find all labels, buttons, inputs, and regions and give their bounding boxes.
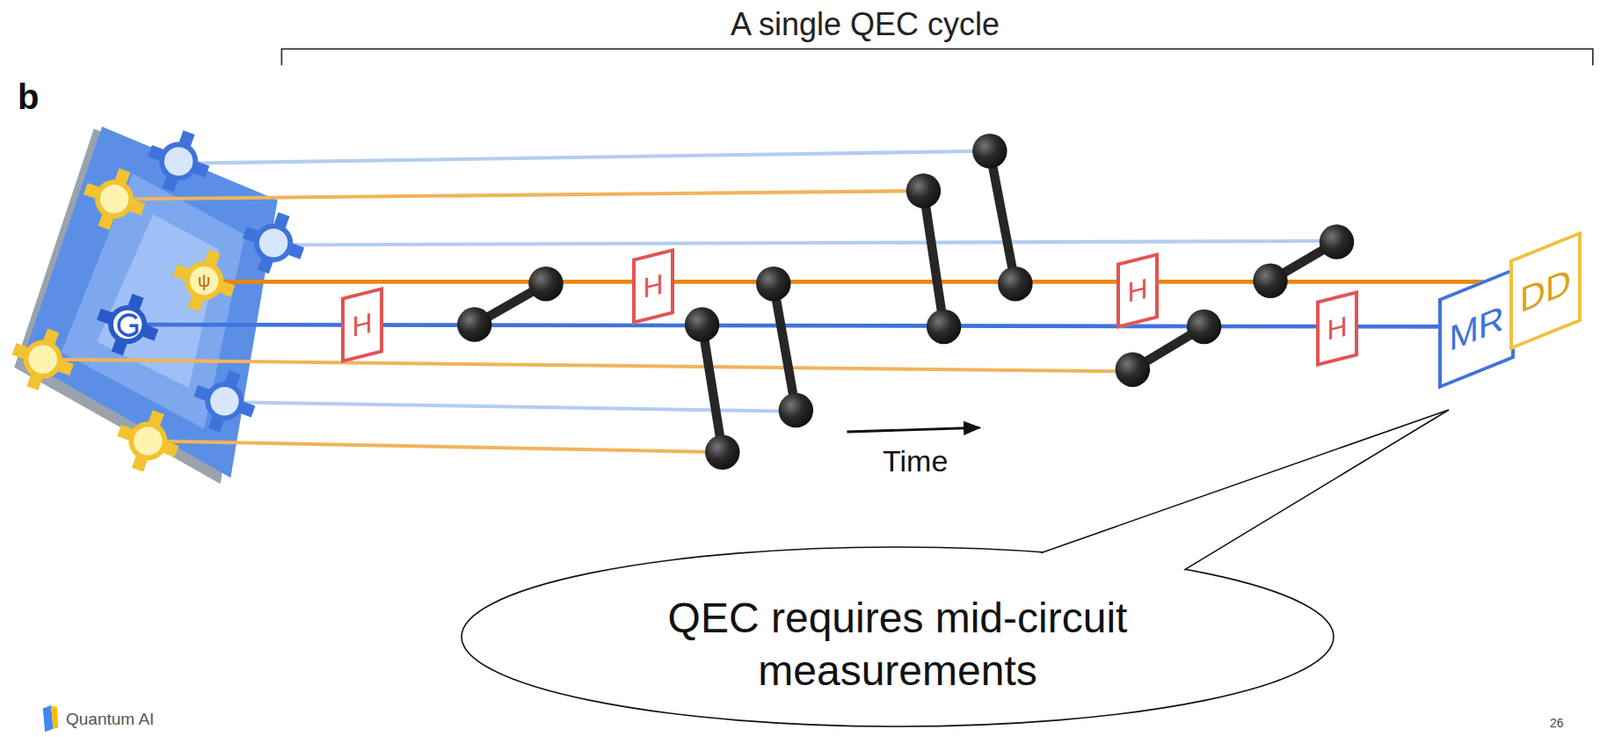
qubit-core bbox=[164, 146, 193, 175]
qubit-glyph bbox=[118, 314, 137, 335]
qubit bbox=[147, 130, 210, 192]
gate-label: DD bbox=[1520, 260, 1571, 320]
qubit-lattice bbox=[14, 126, 277, 484]
panel-letter: b bbox=[17, 77, 39, 117]
hadamard-gate: H bbox=[1316, 290, 1359, 367]
qubit-ring bbox=[23, 340, 63, 379]
cz-gates bbox=[457, 133, 1354, 470]
qubit-core bbox=[210, 386, 239, 415]
cz-gate bbox=[906, 173, 962, 344]
qubit-core bbox=[29, 344, 58, 373]
callout-bubble: QEC requires mid-circuit measurements bbox=[458, 543, 1337, 730]
qubit-wire bbox=[132, 324, 1460, 327]
gate-label: H bbox=[1326, 309, 1347, 348]
qubit-core bbox=[133, 426, 162, 455]
logo-text: Quantum AI bbox=[65, 709, 154, 729]
gate-label: H bbox=[642, 267, 663, 306]
qubit-core bbox=[100, 184, 129, 213]
qubit-core bbox=[259, 228, 288, 257]
gate-label: H bbox=[351, 305, 372, 344]
qubit bbox=[173, 249, 235, 312]
hadamard-gate: H bbox=[341, 286, 384, 364]
qubit-ring bbox=[184, 261, 224, 300]
qubit-wire bbox=[189, 151, 985, 164]
qubit-ring bbox=[108, 305, 147, 344]
hadamard-gate: H bbox=[1116, 252, 1159, 329]
qubit bbox=[96, 293, 159, 356]
qubit-ring bbox=[254, 223, 293, 262]
cz-gate bbox=[684, 306, 741, 470]
qubit bbox=[116, 409, 179, 472]
qubit-ring bbox=[204, 381, 244, 421]
qubit bbox=[83, 167, 146, 230]
gate-label: MR bbox=[1448, 297, 1504, 359]
cycle-bracket bbox=[281, 49, 1593, 66]
qubits bbox=[12, 130, 306, 472]
cz-gate bbox=[972, 133, 1033, 301]
qubit-wires bbox=[45, 151, 1485, 452]
qubit bbox=[12, 327, 74, 390]
qubit-core bbox=[113, 310, 142, 339]
callout-ellipse bbox=[461, 546, 1334, 727]
cz-gate bbox=[457, 266, 564, 342]
callout-tail bbox=[1040, 409, 1449, 570]
qubit-ring bbox=[128, 421, 168, 460]
callout-text: QEC requires mid-circuit measurements bbox=[616, 591, 1179, 698]
qubit-wire bbox=[209, 279, 1485, 284]
page-number: 26 bbox=[1549, 715, 1564, 730]
qubit-symbol: ψ bbox=[197, 270, 211, 291]
qubit-wire bbox=[45, 359, 1133, 372]
qubit bbox=[242, 211, 305, 274]
hadamard-gate: H bbox=[632, 247, 675, 325]
qubit-ring bbox=[94, 179, 134, 219]
qubit-wire bbox=[151, 440, 725, 452]
measure-reset-box: MR bbox=[1438, 267, 1515, 389]
axis-label: Time bbox=[882, 443, 948, 479]
qubit-wire bbox=[127, 190, 924, 199]
qubit-ring bbox=[159, 141, 198, 181]
cz-gate bbox=[756, 266, 814, 428]
title: A single QEC cycle bbox=[730, 6, 1000, 44]
dynamical-decoupling-box: DD bbox=[1509, 230, 1582, 350]
qubit bbox=[193, 370, 255, 432]
time-arrow bbox=[846, 427, 980, 432]
gate-label: H bbox=[1127, 271, 1148, 310]
cz-gate bbox=[1252, 224, 1354, 299]
logo-icon bbox=[43, 705, 59, 732]
qubit-core bbox=[189, 266, 219, 295]
qubit-wire bbox=[275, 240, 1331, 246]
